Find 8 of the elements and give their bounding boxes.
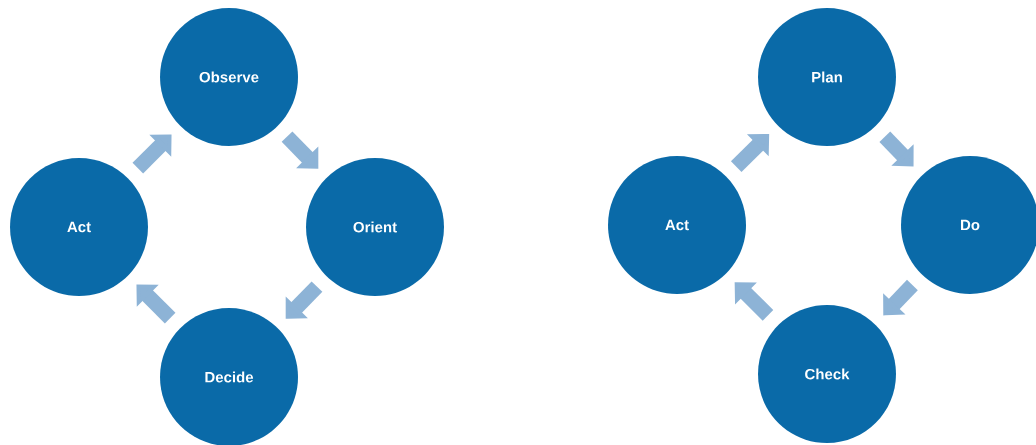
block-arrow <box>281 131 319 169</box>
block-arrow <box>734 282 774 321</box>
block-arrow <box>136 284 176 324</box>
block-arrow <box>883 279 918 316</box>
block-arrow <box>285 281 323 319</box>
block-arrow <box>730 134 770 172</box>
block-arrow <box>132 134 172 174</box>
block-arrow <box>879 131 914 167</box>
